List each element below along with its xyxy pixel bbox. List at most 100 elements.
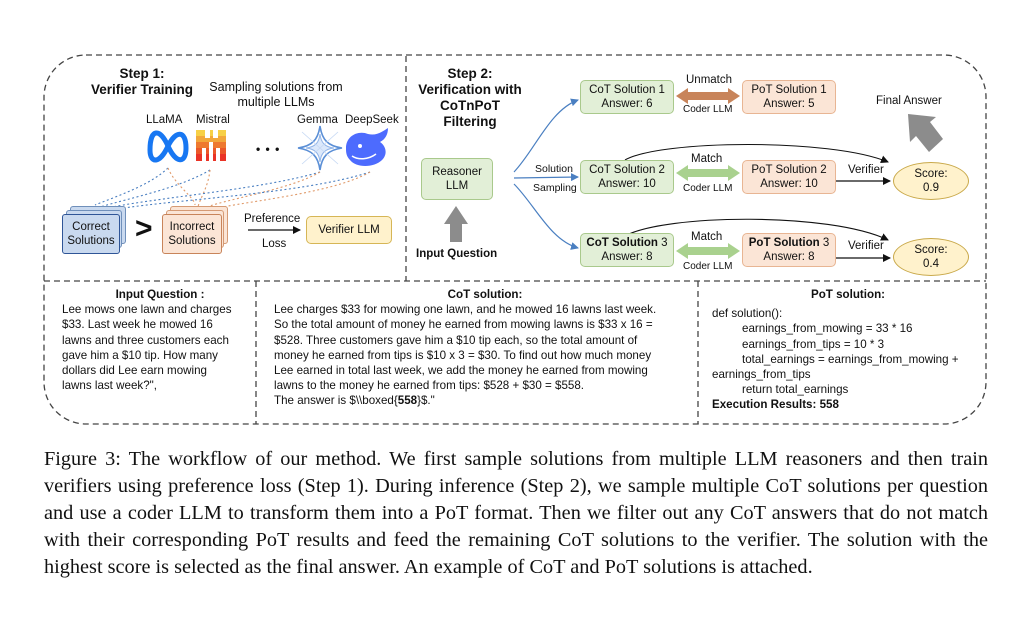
pot2-line1: PoT Solution 2 [751,164,827,176]
coder-llm-label-3: Coder LLM [683,261,733,272]
step2-title-line3: CoTnPoT Filtering [440,98,500,129]
pot3-num: 3 [819,237,830,249]
incorrect-line2: Solutions [168,235,216,247]
pot1-line2: Answer: 5 [763,98,815,110]
pot3-line1: PoT Solution 3 [749,236,830,250]
cot1-line2: Answer: 6 [601,98,653,110]
pot3-bold: PoT Solution [748,237,820,249]
final-answer-arrow [908,114,943,152]
model-label-gemma: Gemma [297,114,338,126]
coder-llm-label-1: Coder LLM [683,104,733,115]
sampling-caption: Sampling solutions from multiple LLMs [196,80,356,110]
cot2-line1: CoT Solution 2 [589,164,665,176]
final-answer-label: Final Answer [876,95,942,107]
pot-solution-panel: PoT solution: def solution(): earnings_f… [712,287,984,413]
cot3-bold: CoT Solution [586,237,658,249]
pot3-line2: Answer: 8 [763,251,815,263]
input-up-arrow [444,206,468,242]
correct-line2: Solutions [67,235,115,247]
unmatch-arrow [676,88,740,104]
step2-title-line2: Verification with [418,82,522,97]
unmatch-label: Unmatch [686,74,733,86]
sampling-line2: multiple LLMs [237,95,315,109]
input-question-label: Input Question [416,248,498,260]
deepseek-logo-icon [346,128,388,166]
cot3-line2: Answer: 8 [601,251,653,263]
pot-line: def solution(): [712,307,783,321]
model-label-deepseek: DeepSeek [345,114,399,126]
cot-line: money he earned from tips is $10 x 3 = $… [274,348,652,362]
pot2-line2: Answer: 10 [760,178,818,190]
pot-solution-2: PoT Solution 2 Answer: 10 [742,160,836,194]
input-panel-title: Input Question : [115,288,205,301]
model-label-mistral: Mistral [196,114,230,126]
match-arrow-2 [676,165,740,181]
score1-label: Score: [914,168,948,180]
figure-caption: Figure 3: The workflow of our method. We… [44,448,988,578]
workflow-diagram [43,54,987,425]
pot-line: total_earnings = earnings_from_mowing + [742,352,959,366]
input-question-panel: Input Question : Lee mows one lawn and c… [62,287,252,393]
verifier-llm-box: Verifier LLM [306,216,392,244]
incorrect-line1: Incorrect [169,221,215,233]
pot-line: earnings_from_mowing = 33 * 16 [742,322,913,336]
mistral-logo-icon [196,130,226,161]
input-line: gave him a $10 tip. How many [62,348,218,362]
verifier-label-2: Verifier [848,240,884,252]
cot-answer-prefix: The answer is $\\boxed{ [274,394,398,408]
pot-panel-title: PoT solution: [810,288,886,301]
cot-line: So the total amount of money he earned f… [274,318,653,332]
correct-solutions: Correct Solutions [62,214,120,254]
input-line: lawns last week?", [62,379,157,393]
cot-line: Lee earned in total last week, we add th… [274,364,648,378]
pot-solution-3: PoT Solution 3 Answer: 8 [742,233,836,267]
cot2-line2: Answer: 10 [598,178,656,190]
input-line: $33. Last week he mowed 16 [62,318,213,332]
greater-than-sign: > [135,212,153,245]
coder-llm-label-2: Coder LLM [683,183,733,194]
step2-title: Step 2: Verification with CoTnPoT Filter… [416,66,524,130]
cot-answer-suffix: }$." [417,394,435,408]
verifier-llm-label: Verifier LLM [318,224,380,236]
cot-solution-1: CoT Solution 1 Answer: 6 [580,80,674,114]
model-label-llama: LLaMA [146,114,183,126]
pot1-line1: PoT Solution 1 [751,84,827,96]
step1-title-line2: Verifier Training [90,82,194,97]
loss-label: Loss [262,238,287,250]
gemma-logo-icon [297,125,343,171]
match-arrow-3 [676,243,740,259]
incorrect-solutions: Incorrect Solutions [162,214,222,254]
step1-title: Step 1: Verifier Training [87,66,197,98]
cot1-line1: CoT Solution 1 [589,84,665,96]
input-line: Lee mows one lawn and charges [62,303,232,317]
score-bubble-2: Score: 0.4 [893,238,969,276]
outer-frame [43,54,987,425]
score1-value: 0.9 [923,182,939,194]
pot-line: earnings_from_tips [712,368,811,382]
pot-line: earnings_from_tips = 10 * 3 [742,337,885,351]
input-line: dollars did Lee earn mowing [62,364,208,378]
reasoner-line2: LLM [445,180,469,192]
match-label-2: Match [691,153,723,165]
sampling-line1: Sampling solutions from [209,80,343,94]
cot-answer-value: 558 [397,394,418,408]
cot-solution-panel: CoT solution: Lee charges $33 for mowing… [274,287,696,409]
cot-panel-title: CoT solution: [447,288,523,301]
llama-logo-icon [147,130,189,163]
cot3-line1: CoT Solution 3 [586,236,667,250]
score2-value: 0.4 [923,258,939,270]
solution-label: Solution [535,163,573,175]
verifier-label-1: Verifier [848,164,884,176]
models-ellipsis: • • • [256,142,281,156]
pot-line: return total_earnings [742,383,849,397]
cot-solution-2: CoT Solution 2 Answer: 10 [580,160,674,194]
correct-line1: Correct [72,221,110,233]
match-label-3: Match [691,231,723,243]
step1-title-line1: Step 1: [119,66,165,81]
score-bubble-1: Score: 0.9 [893,162,969,200]
cot-line: $528. Three customers gave him a $10 tip… [274,333,638,347]
cot-answer-line: The answer is $\\boxed{558}$." [274,393,696,408]
preference-label: Preference [244,213,301,225]
pot-solution-1: PoT Solution 1 Answer: 5 [742,80,836,114]
reasoner-llm-box: Reasoner LLM [421,158,493,200]
